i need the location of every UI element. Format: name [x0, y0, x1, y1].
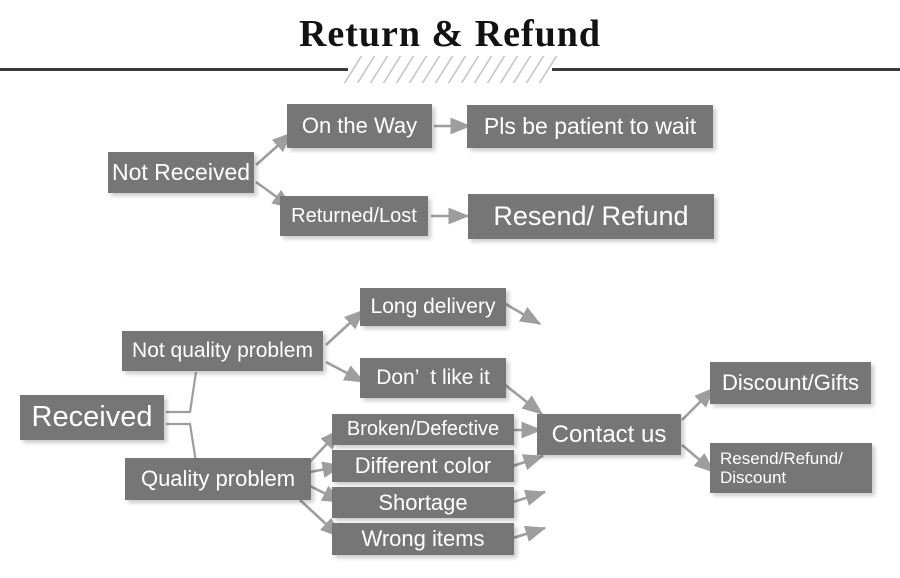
arrow-shortage-to-contact-us — [512, 489, 547, 506]
node-different-color[interactable]: Different color — [332, 450, 514, 482]
node-dont-like-it[interactable]: Don’ t like it — [360, 358, 506, 398]
node-on-the-way[interactable]: On the Way — [287, 104, 432, 148]
node-resend-refund-discount[interactable]: Resend/Refund/ Discount — [710, 443, 872, 493]
line-received-to-quality-problem — [166, 422, 198, 463]
node-returned-lost[interactable]: Returned/Lost — [280, 196, 428, 236]
arrow-dont-like-it-to-contact-us — [503, 382, 544, 416]
page-title: Return & Refund — [298, 13, 602, 55]
node-received[interactable]: Received — [20, 395, 164, 440]
node-broken-defective[interactable]: Broken/Defective — [332, 414, 514, 445]
divider-rule-right — [552, 68, 900, 71]
node-long-delivery[interactable]: Long delivery — [360, 288, 506, 326]
node-resend-refund[interactable]: Resend/ Refund — [468, 194, 714, 239]
node-wrong-items[interactable]: Wrong items — [332, 523, 514, 555]
line-received-to-not-quality-problem — [166, 371, 198, 414]
arrow-not-quality-to-long-delivery — [325, 309, 365, 346]
node-discount-gifts[interactable]: Discount/Gifts — [710, 362, 871, 404]
node-not-quality-problem[interactable]: Not quality problem — [122, 331, 323, 371]
node-shortage[interactable]: Shortage — [332, 487, 514, 518]
node-not-received[interactable]: Not Received — [108, 152, 254, 193]
divider-rule-left — [0, 68, 348, 71]
node-contact-us[interactable]: Contact us — [537, 414, 681, 455]
node-quality-problem[interactable]: Quality problem — [125, 458, 311, 500]
arrow-long-delivery-trailing — [503, 301, 542, 326]
arrow-not-quality-to-dont-like-it — [325, 360, 366, 384]
hatch-ornament-icon — [343, 56, 558, 83]
node-pls-be-patient-to-wait[interactable]: Pls be patient to wait — [467, 105, 713, 148]
arrow-wrong-items-to-contact-us — [512, 525, 547, 542]
arrow-different-color-to-contact-us — [512, 454, 545, 471]
